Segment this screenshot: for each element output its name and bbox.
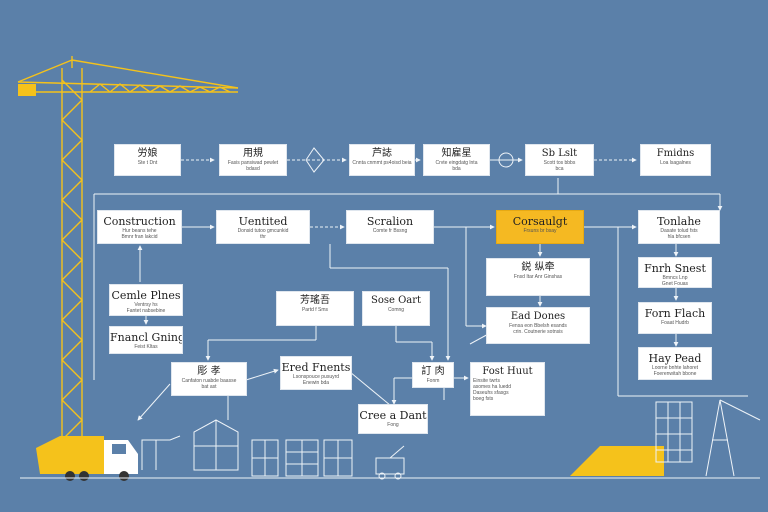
- node-forn-flach[interactable]: Forn Flach Foaat Hudrb: [638, 302, 712, 334]
- node-center-1-title: 鋭 纵牵: [521, 262, 555, 273]
- node-top1-title: 労娘: [137, 148, 158, 159]
- node-bottom-3-title: 訂 肉: [421, 366, 445, 377]
- node-cemle-plnes-title: Cemle Plnes: [111, 289, 181, 302]
- node-top6-sub: Loa lsagalnes: [660, 160, 691, 166]
- node-fnrh-snest-title: Fnrh Snest: [644, 262, 706, 275]
- node-top6[interactable]: Fmidns Loa lsagalnes: [640, 144, 711, 176]
- node-scralion-title: Scralion: [366, 215, 414, 228]
- node-center-1-sub: Fnsd Itar Anr Ginshas: [513, 274, 563, 280]
- node-construction[interactable]: Construction Hur beans tehe Bmnr fran la…: [97, 210, 182, 244]
- node-corsaulgt-sub: Frsuns br bsay: [523, 228, 557, 234]
- node-bottom-1-title: 彫 孝: [197, 366, 221, 377]
- node-bottom-1[interactable]: 彫 孝 Canfaton ruabde baasse bat ast: [171, 362, 247, 396]
- node-forn-flach-sub: Foaat Hudrb: [661, 320, 689, 326]
- node-corsaulgt-highlighted[interactable]: Corsaulgt Frsuns br bsay: [496, 210, 584, 244]
- lower-connectors: [137, 245, 493, 421]
- node-scralion[interactable]: Scralion Comte fr Bssng: [346, 210, 434, 244]
- node-ered-fnents[interactable]: Ered Fnents Lsonspouce pusuyrd Enewin bd…: [280, 356, 352, 390]
- node-sose-oart-sub: Comng: [387, 307, 405, 313]
- node-fnrh-snest[interactable]: Fnrh Snest Bmncs Lnp Gnet Fouas: [638, 257, 712, 288]
- truck-icon: [36, 436, 138, 481]
- node-fost-huut-title: Fost Huut: [482, 366, 533, 377]
- node-top1-sub: Ste t Dnt: [137, 160, 158, 166]
- node-fnrh-snest-sub: Bmncs Lnp Gnet Fouas: [661, 275, 689, 287]
- node-middle-1-title: 芳瑤吾: [300, 295, 330, 306]
- node-top4-sub: Crvte eingdatg lnta bda: [435, 160, 478, 172]
- node-tonlahe[interactable]: Tonlahe Dasate tolud fsts hla bfcsen: [638, 210, 720, 244]
- node-ead-dones-sub: Fensa eon Bbelsh esands crin. Coutnerie …: [509, 323, 567, 335]
- node-uentited[interactable]: Uentited Donsid tutoo gmcunkid thr: [216, 210, 310, 244]
- node-hay-pead[interactable]: Hay Pead Loorne bnhte lahoret Foerenwita…: [638, 347, 712, 380]
- node-top1[interactable]: 労娘 Ste t Dnt: [114, 144, 181, 176]
- node-construction-title: Construction: [103, 215, 176, 228]
- node-ered-fnents-title: Ered Fnents: [281, 361, 351, 374]
- node-corsaulgt-title: Corsaulgt: [512, 215, 568, 228]
- node-center-1[interactable]: 鋭 纵牵 Fnsd Itar Anr Ginshas: [486, 258, 590, 296]
- node-fost-huut[interactable]: Fost Huut Einsite twrts asomes ha luedd …: [470, 362, 545, 416]
- node-ead-dones[interactable]: Ead Dones Fensa eon Bbelsh esands crin. …: [486, 307, 590, 344]
- buildings-illustration: [141, 419, 405, 480]
- node-top2[interactable]: 用規 Fasis pansiwad pewlet bdasd: [219, 144, 287, 176]
- node-bottom-3[interactable]: 訂 肉 Fonm: [412, 362, 454, 388]
- node-tonlahe-title: Tonlahe: [657, 215, 701, 228]
- site-illustration: [570, 395, 761, 477]
- node-cree-a-dant-title: Cree a Dant: [359, 409, 427, 422]
- node-top4[interactable]: 知雇星 Crvte eingdatg lnta bda: [423, 144, 490, 176]
- node-middle-1-sub: Partd f Sms: [301, 307, 329, 313]
- node-cemle-plnes[interactable]: Cemle Plnes Ventrsy hs Fantet nabsebine: [109, 284, 183, 316]
- node-top2-sub: Fasis pansiwad pewlet bdasd: [227, 160, 279, 172]
- node-cree-a-dant-sub: Fong: [387, 422, 399, 428]
- node-top2-title: 用規: [243, 148, 263, 159]
- node-hay-pead-sub: Loorne bnhte lahoret Foerenwitah bbone: [651, 365, 699, 377]
- node-construction-sub: Hur beans tehe Bmnr fran lakcid: [121, 228, 158, 240]
- node-cree-a-dant[interactable]: Cree a Dant Fong: [358, 404, 428, 434]
- node-top3-title: 芦誌: [372, 148, 392, 159]
- node-bottom-3-sub: Fonm: [426, 378, 440, 384]
- node-scralion-sub: Comte fr Bssng: [372, 228, 408, 234]
- node-top5[interactable]: Sb Lslt Scott tos bbbs bca: [525, 144, 594, 176]
- row1-connectors: [182, 224, 720, 397]
- node-sose-oart[interactable]: Sose Oart Comng: [362, 291, 430, 326]
- node-uentited-title: Uentited: [238, 215, 288, 228]
- node-top3-sub: Cnnta cnmmt ps4oisd beia: [352, 160, 412, 166]
- node-hay-pead-title: Hay Pead: [648, 352, 702, 365]
- node-top6-title: Fmidns: [656, 148, 695, 159]
- node-ered-fnents-sub: Lsonspouce pusuyrd Enewin bda: [292, 374, 340, 386]
- node-top4-title: 知雇星: [441, 148, 472, 159]
- node-top5-title: Sb Lslt: [541, 148, 578, 159]
- node-bottom-1-sub: Canfaton ruabde baasse bat ast: [181, 378, 237, 390]
- node-top3[interactable]: 芦誌 Cnnta cnmmt ps4oisd beia: [349, 144, 415, 176]
- node-fnancl-gning-sub: Feist Kltas: [134, 344, 158, 350]
- node-uentited-sub: Donsid tutoo gmcunkid thr: [237, 228, 289, 240]
- node-fost-huut-sub: Einsite twrts asomes ha luedd Daseuhs sf…: [473, 378, 512, 402]
- node-middle-1[interactable]: 芳瑤吾 Partd f Sms: [276, 291, 354, 326]
- node-cemle-plnes-sub: Ventrsy hs Fantet nabsebine: [126, 302, 166, 314]
- node-tonlahe-sub: Dasate tolud fsts hla bfcsen: [660, 228, 698, 240]
- node-sose-oart-title: Sose Oart: [370, 295, 422, 306]
- node-forn-flach-title: Forn Flach: [644, 307, 706, 320]
- node-fnancl-gning-title: Fnancl Gning: [110, 331, 183, 344]
- node-fnancl-gning[interactable]: Fnancl Gning Feist Kltas: [109, 326, 183, 354]
- node-ead-dones-title: Ead Dones: [510, 311, 566, 322]
- top-row-connectors: [93, 147, 723, 380]
- node-top5-sub: Scott tos bbbs bca: [543, 160, 576, 172]
- tower-crane-icon: [17, 56, 239, 470]
